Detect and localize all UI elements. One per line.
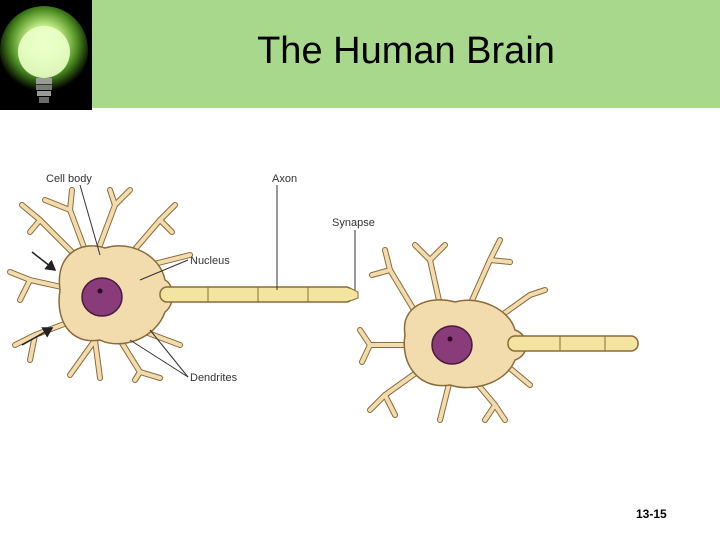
label-cell-body: Cell body [46, 173, 92, 185]
neuron-2 [357, 237, 639, 423]
label-synapse: Synapse [332, 217, 375, 229]
light-bulb-icon [0, 6, 88, 103]
axon-2 [507, 335, 639, 352]
leader-lines [79, 184, 356, 378]
slide-title: The Human Brain [257, 30, 555, 72]
label-dendrites: Dendrites [190, 372, 238, 384]
label-nucleus: Nucleus [190, 255, 230, 267]
nucleus-1 [81, 277, 123, 317]
signal-arrows [21, 251, 57, 346]
neuron-diagram: Cell body Axon Synapse Nucleus Dendrites [7, 173, 639, 423]
page-number: 13-15 [636, 507, 667, 521]
label-axon: Axon [272, 173, 297, 185]
axon-1 [159, 286, 359, 303]
logo-panel [0, 0, 92, 110]
neuron-1 [7, 187, 359, 383]
title-bar [0, 0, 720, 108]
nucleus-2 [431, 325, 473, 365]
